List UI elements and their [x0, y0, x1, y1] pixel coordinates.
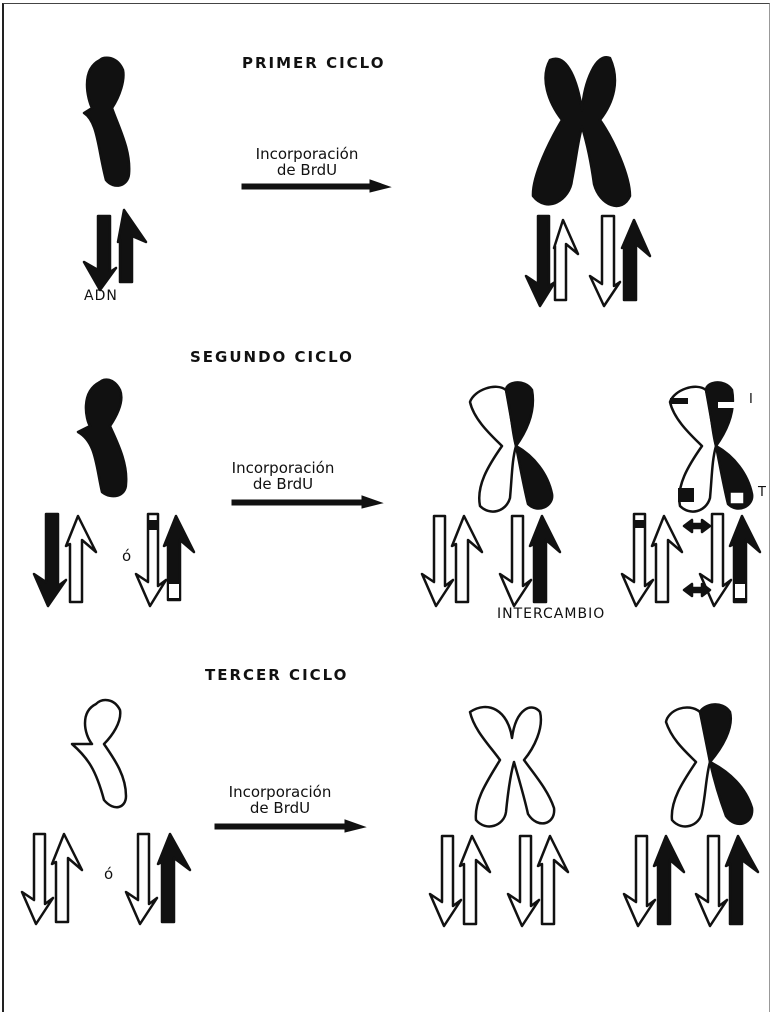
exchange-band-lower-right: [730, 492, 744, 504]
dna-c1-strand-2: [118, 210, 146, 282]
dna-c2l-1b: [66, 516, 96, 602]
chromosome-c1-right: [533, 57, 630, 206]
chromosome-c3-a: [470, 707, 554, 826]
dna-c1r-1a: [526, 216, 555, 306]
dna-c2r1-2b: [530, 516, 560, 602]
dna-c3r2-1a: [624, 836, 655, 926]
dna-c2l-1a: [34, 514, 66, 606]
process-arrow-1-icon: [242, 180, 390, 192]
dna-c3r2-2a: [696, 836, 727, 926]
exchange-band-upper-right: [718, 402, 736, 408]
dna-c3r1-2b: [538, 836, 568, 924]
dna-c2r2-1a-band: [635, 520, 644, 528]
chromatid-c3-left: [72, 700, 126, 807]
exchange-arrow-lower-icon: [684, 584, 710, 596]
dna-c1-strand-1: [84, 216, 116, 290]
dna-c1r-2b: [622, 220, 650, 300]
dna-c2r1-2a: [500, 516, 531, 606]
dna-c3r1-1a: [430, 836, 461, 926]
exchange-band-upper-left: [670, 398, 688, 404]
dna-c3r2-2b: [726, 836, 758, 924]
dna-c2r1-1a: [422, 516, 453, 606]
exchange-arrow-upper-icon: [684, 520, 710, 532]
exchange-band-lower-left: [678, 488, 694, 502]
dna-c2r2-1b: [652, 516, 682, 602]
dna-c3l-2b: [158, 834, 190, 922]
process-arrow-3-icon: [215, 820, 365, 832]
dna-c2r1-1b: [452, 516, 482, 602]
chromatid-c2-left: [78, 380, 126, 497]
dna-c3r1-1b: [460, 836, 490, 924]
dna-c3r1-2a: [508, 836, 539, 926]
dna-c2r2-2b-band: [735, 584, 745, 598]
dna-c1r-1b: [554, 220, 578, 300]
dna-c3l-1a: [22, 834, 53, 924]
dna-c2l-2-band: [148, 520, 158, 530]
dna-c2l-2b-band: [169, 584, 179, 598]
dna-c3l-1b: [52, 834, 82, 922]
dna-c3l-2a: [126, 834, 157, 924]
process-arrow-2-icon: [232, 496, 382, 508]
chromatid-c1-left: [84, 58, 129, 186]
dna-c3r2-1b: [654, 836, 684, 924]
dna-c1r-2a: [590, 216, 620, 306]
